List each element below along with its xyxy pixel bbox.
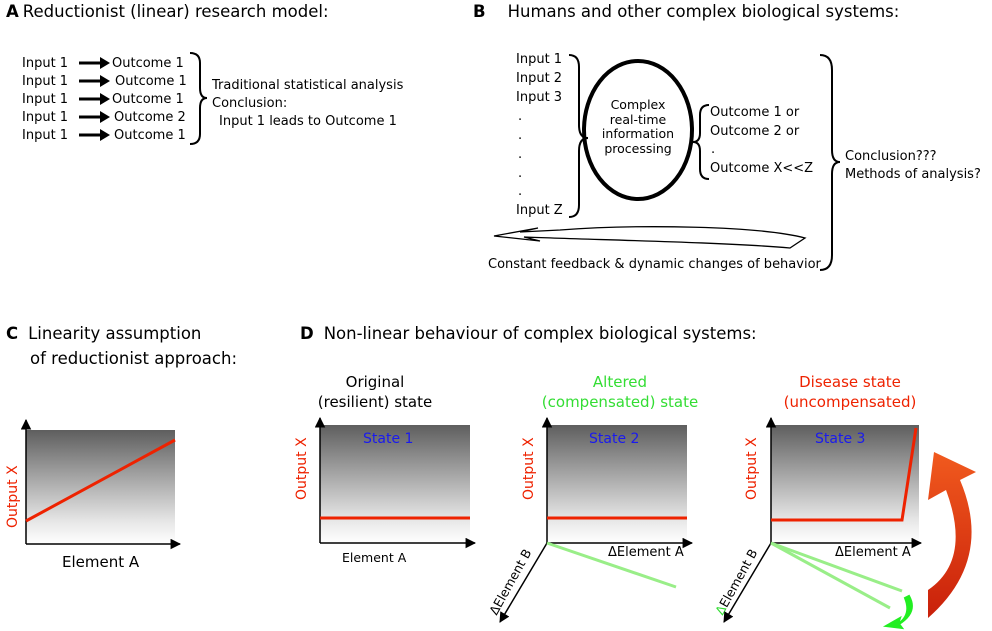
b-feedback-label: Constant feedback & dynamic changes of b…: [488, 257, 821, 272]
a-outcome-2: Outcome 1: [115, 74, 187, 89]
b-conclusion-1: Conclusion???: [845, 149, 937, 164]
panel-c-letter: C: [6, 324, 19, 343]
b-input-3: Input 3: [516, 90, 563, 105]
b-input-dot-5: .: [518, 184, 523, 199]
d-state3-green-arrow: [882, 594, 913, 630]
c-xlabel: Element A: [62, 553, 140, 571]
c-axes: [20, 418, 182, 550]
b-input-dot-1: .: [518, 109, 523, 124]
b-processing-line-4: processing: [604, 140, 672, 156]
a-input-1: Input 1: [22, 56, 69, 71]
b-outcome-brace: [692, 104, 710, 180]
b-outcome-x: Outcome X<<Z: [710, 161, 814, 176]
a-arrows: [79, 57, 110, 141]
a-arrow-head-4: [100, 111, 110, 123]
a-input-5: Input 1: [22, 128, 69, 143]
panel-d-title-text: Non-linear behaviour of complex biologic…: [323, 324, 757, 343]
a-conclusion-label: Conclusion:: [212, 96, 288, 111]
d-state2-header-1: Altered: [592, 373, 648, 391]
d-state2-green-line: [546, 541, 677, 589]
d-state3-xlabel: ΔElement A: [835, 545, 911, 560]
b-outcome-1: Outcome 1 or: [710, 105, 800, 120]
d-state1-header: Original (resilient) state: [300, 372, 450, 412]
panel-c-title-line-2: of reductionist approach:: [30, 349, 237, 368]
d-state2-axes: [499, 416, 694, 623]
b-processing-line-3: information: [601, 126, 675, 141]
c-linear-line: [25, 438, 176, 523]
a-brace: [189, 52, 208, 145]
d-state3-gradient: [771, 425, 919, 543]
panel-c-title-line-1: Linearity assumption: [28, 324, 202, 343]
a-arrow-head-2: [100, 75, 110, 87]
b-input-dot-4: .: [518, 166, 523, 181]
b-feedback-arrow: [493, 226, 807, 249]
d-state1-label: State 1: [363, 431, 414, 447]
b-outcome-dot: .: [711, 142, 716, 157]
a-outcome-1: Outcome 1: [112, 56, 184, 71]
a-input-3: Input 1: [22, 92, 69, 107]
panel-b-letter: B: [473, 2, 486, 21]
d-state2-label: State 2: [589, 431, 640, 447]
a-analysis: Traditional statistical analysis: [212, 78, 404, 93]
d-state2-header-2: (compensated) state: [541, 393, 699, 411]
d-state1-header-2: (resilient) state: [317, 393, 433, 411]
d-state1-xlabel: Element A: [342, 550, 407, 565]
b-input-z: Input Z: [516, 203, 563, 218]
a-outcome-4: Outcome 2: [114, 110, 186, 125]
b-outcome-2: Outcome 2 or: [710, 124, 800, 139]
d-state3-header-2: (uncompensated): [783, 393, 917, 411]
d-state1-axes: [314, 416, 477, 549]
b-input-dot-3: .: [518, 147, 523, 162]
b-processing-line-1: Complex: [610, 97, 666, 112]
b-processing-text: Complex real-time information processing: [588, 97, 688, 156]
d-state2-gradient: [547, 425, 687, 543]
panel-a-title-text: Reductionist (linear) research model:: [22, 2, 329, 21]
b-conclusion-brace: [819, 54, 841, 271]
panel-a-letter: A: [6, 2, 19, 21]
a-input-4: Input 1: [22, 110, 69, 125]
a-input-2: Input 1: [22, 74, 69, 89]
d-state2-header: Altered (compensated) state: [520, 372, 720, 412]
d-state3-green-line-1: [770, 541, 903, 593]
panel-d-letter: D: [300, 324, 314, 343]
d-state1-header-1: Original: [345, 373, 405, 391]
b-processing-line-2: real-time: [609, 111, 667, 127]
a-conclusion-text: Input 1 leads to Outcome 1: [219, 114, 397, 129]
d-state3-header: Disease state (uncompensated): [770, 372, 930, 412]
a-outcome-5: Outcome 1: [114, 128, 186, 143]
b-processing-ellipse: [582, 59, 694, 201]
panel-b-title: B Humans and other complex biological sys…: [473, 2, 899, 22]
panel-c-title-1: C Linearity assumption: [6, 324, 201, 344]
d-state3-label: State 3: [815, 431, 866, 447]
a-arrow-head-3: [100, 93, 110, 105]
b-conclusion-2: Methods of analysis?: [845, 167, 981, 182]
d-state3-big-arrow: [928, 452, 976, 618]
b-input-brace: [568, 54, 589, 218]
d-state1-gradient: [320, 425, 470, 543]
panel-d-title: D Non-linear behaviour of complex biologi…: [300, 324, 757, 344]
d-state3-axes: [723, 416, 923, 623]
d-state3-green-line-2: [770, 541, 891, 610]
d-state2-xlabel: ΔElement A: [608, 545, 684, 560]
b-input-1: Input 1: [516, 52, 563, 67]
a-outcome-3: Outcome 1: [112, 92, 184, 107]
d-state3-line: [771, 427, 918, 522]
d-state3-header-1: Disease state: [799, 373, 901, 391]
panel-b-title-text: Humans and other complex biological syst…: [507, 2, 900, 21]
a-arrow-head-1: [100, 57, 110, 69]
c-plot-gradient: [26, 430, 175, 544]
b-input-dot-2: .: [518, 128, 523, 143]
b-input-2: Input 2: [516, 71, 563, 86]
a-arrow-head-5: [100, 129, 110, 141]
